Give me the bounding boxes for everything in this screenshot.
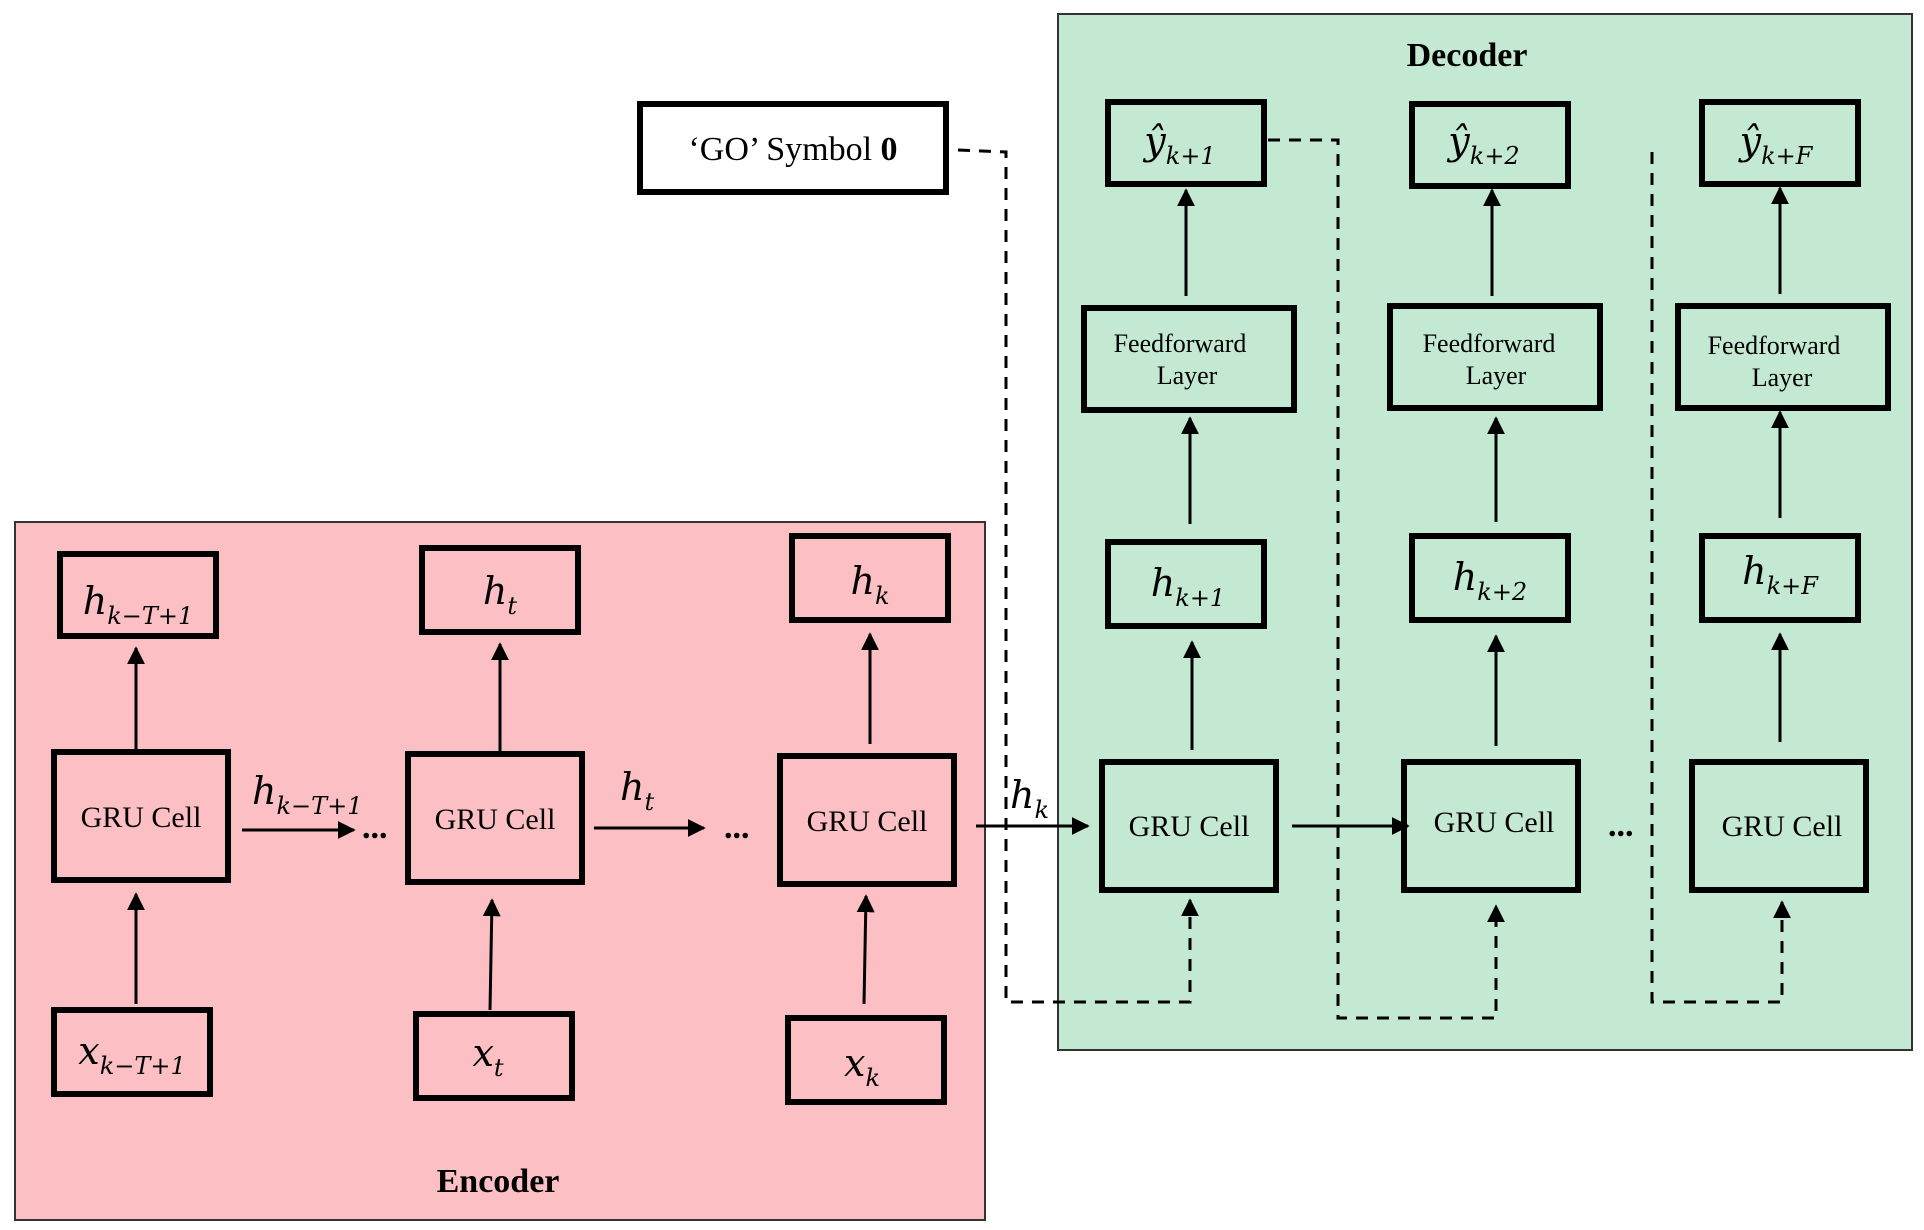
decoder-hidden-label-3: hk+F xyxy=(1742,549,1819,600)
encoder-link-label-2: ht xyxy=(620,765,654,816)
encoder-output-box-2 xyxy=(419,545,581,635)
decoder-ellipsis: ... xyxy=(1608,807,1634,844)
decoder-ff-box-1 xyxy=(1081,305,1297,413)
decoder-output-label-2: ŷk+2 xyxy=(1446,119,1519,170)
encoder-input-box-3 xyxy=(785,1015,947,1105)
encoder-output-box-1 xyxy=(57,551,219,639)
encoder-ellipsis-2: ... xyxy=(724,809,750,846)
encoder-input-label-1: xk−T+1 xyxy=(78,1029,185,1080)
encoder-input-box-1 xyxy=(51,1007,213,1097)
decoder-output-box-1 xyxy=(1105,99,1267,187)
encoder-output-label-1: hk−T+1 xyxy=(83,579,194,630)
encoder-arrow-input-3 xyxy=(856,894,875,1005)
decoder-ff-box-2 xyxy=(1387,303,1603,411)
decoder-ff-box-3 xyxy=(1675,303,1891,411)
decoder-gru-cell-1 xyxy=(1099,759,1279,893)
decoder-hidden-label-2: hk+2 xyxy=(1453,555,1527,606)
decoder-gru-cell-3 xyxy=(1689,759,1869,893)
encoder-gru-cell-3 xyxy=(777,753,957,887)
dashed-yhat1-to-gru2 xyxy=(1268,138,1505,1020)
decoder-hidden-label-1: hk+1 xyxy=(1151,561,1225,612)
encoder-input-box-2 xyxy=(413,1011,575,1101)
encoder-gru-cell-1 xyxy=(51,749,231,883)
encoder-gru-cell-2 xyxy=(405,751,585,885)
decoder-gru-label-1: GRU Cell xyxy=(1129,810,1250,843)
encoder-arrow-input-2 xyxy=(482,898,501,1011)
decoder-gru-label-3: GRU Cell xyxy=(1722,810,1843,843)
encoder-link-label-1: hk−T+1 xyxy=(252,769,363,820)
encoder-output-label-2: ht xyxy=(483,569,517,620)
decoder-output-box-2 xyxy=(1409,101,1571,189)
encoder-gru-label-3: GRU Cell xyxy=(807,805,928,838)
decoder-title: Decoder xyxy=(1407,37,1528,74)
handoff-label: hk xyxy=(1010,773,1049,824)
dashed-go-to-gru1 xyxy=(957,148,1199,1004)
decoder-gru-label-2: GRU Cell xyxy=(1434,806,1555,839)
encoder-input-label-2: xt xyxy=(472,1031,503,1082)
encoder-output-box-3 xyxy=(789,533,951,623)
go-symbol-label: ‘GO’ Symbol 0 xyxy=(688,131,897,168)
decoder-hidden-box-1 xyxy=(1105,539,1267,629)
decoder-output-label-1: ŷk+1 xyxy=(1142,119,1215,170)
encoder-gru-label-2: GRU Cell xyxy=(435,803,556,836)
encoder-input-label-3: xk xyxy=(844,1041,880,1092)
decoder-output-box-3 xyxy=(1699,99,1861,187)
decoder-hidden-box-3 xyxy=(1699,533,1861,623)
encoder-ellipsis-1: ... xyxy=(362,809,388,846)
dashed-ellipsis-to-gru3 xyxy=(1650,152,1791,1004)
decoder-hidden-box-2 xyxy=(1409,533,1571,623)
encoder-output-label-3: hk xyxy=(850,559,889,610)
encoder-title: Encoder xyxy=(437,1163,560,1200)
encoder-gru-label-1: GRU Cell xyxy=(81,801,202,834)
go-symbol-box xyxy=(637,101,949,195)
decoder-output-label-3: ŷk+F xyxy=(1738,119,1814,170)
